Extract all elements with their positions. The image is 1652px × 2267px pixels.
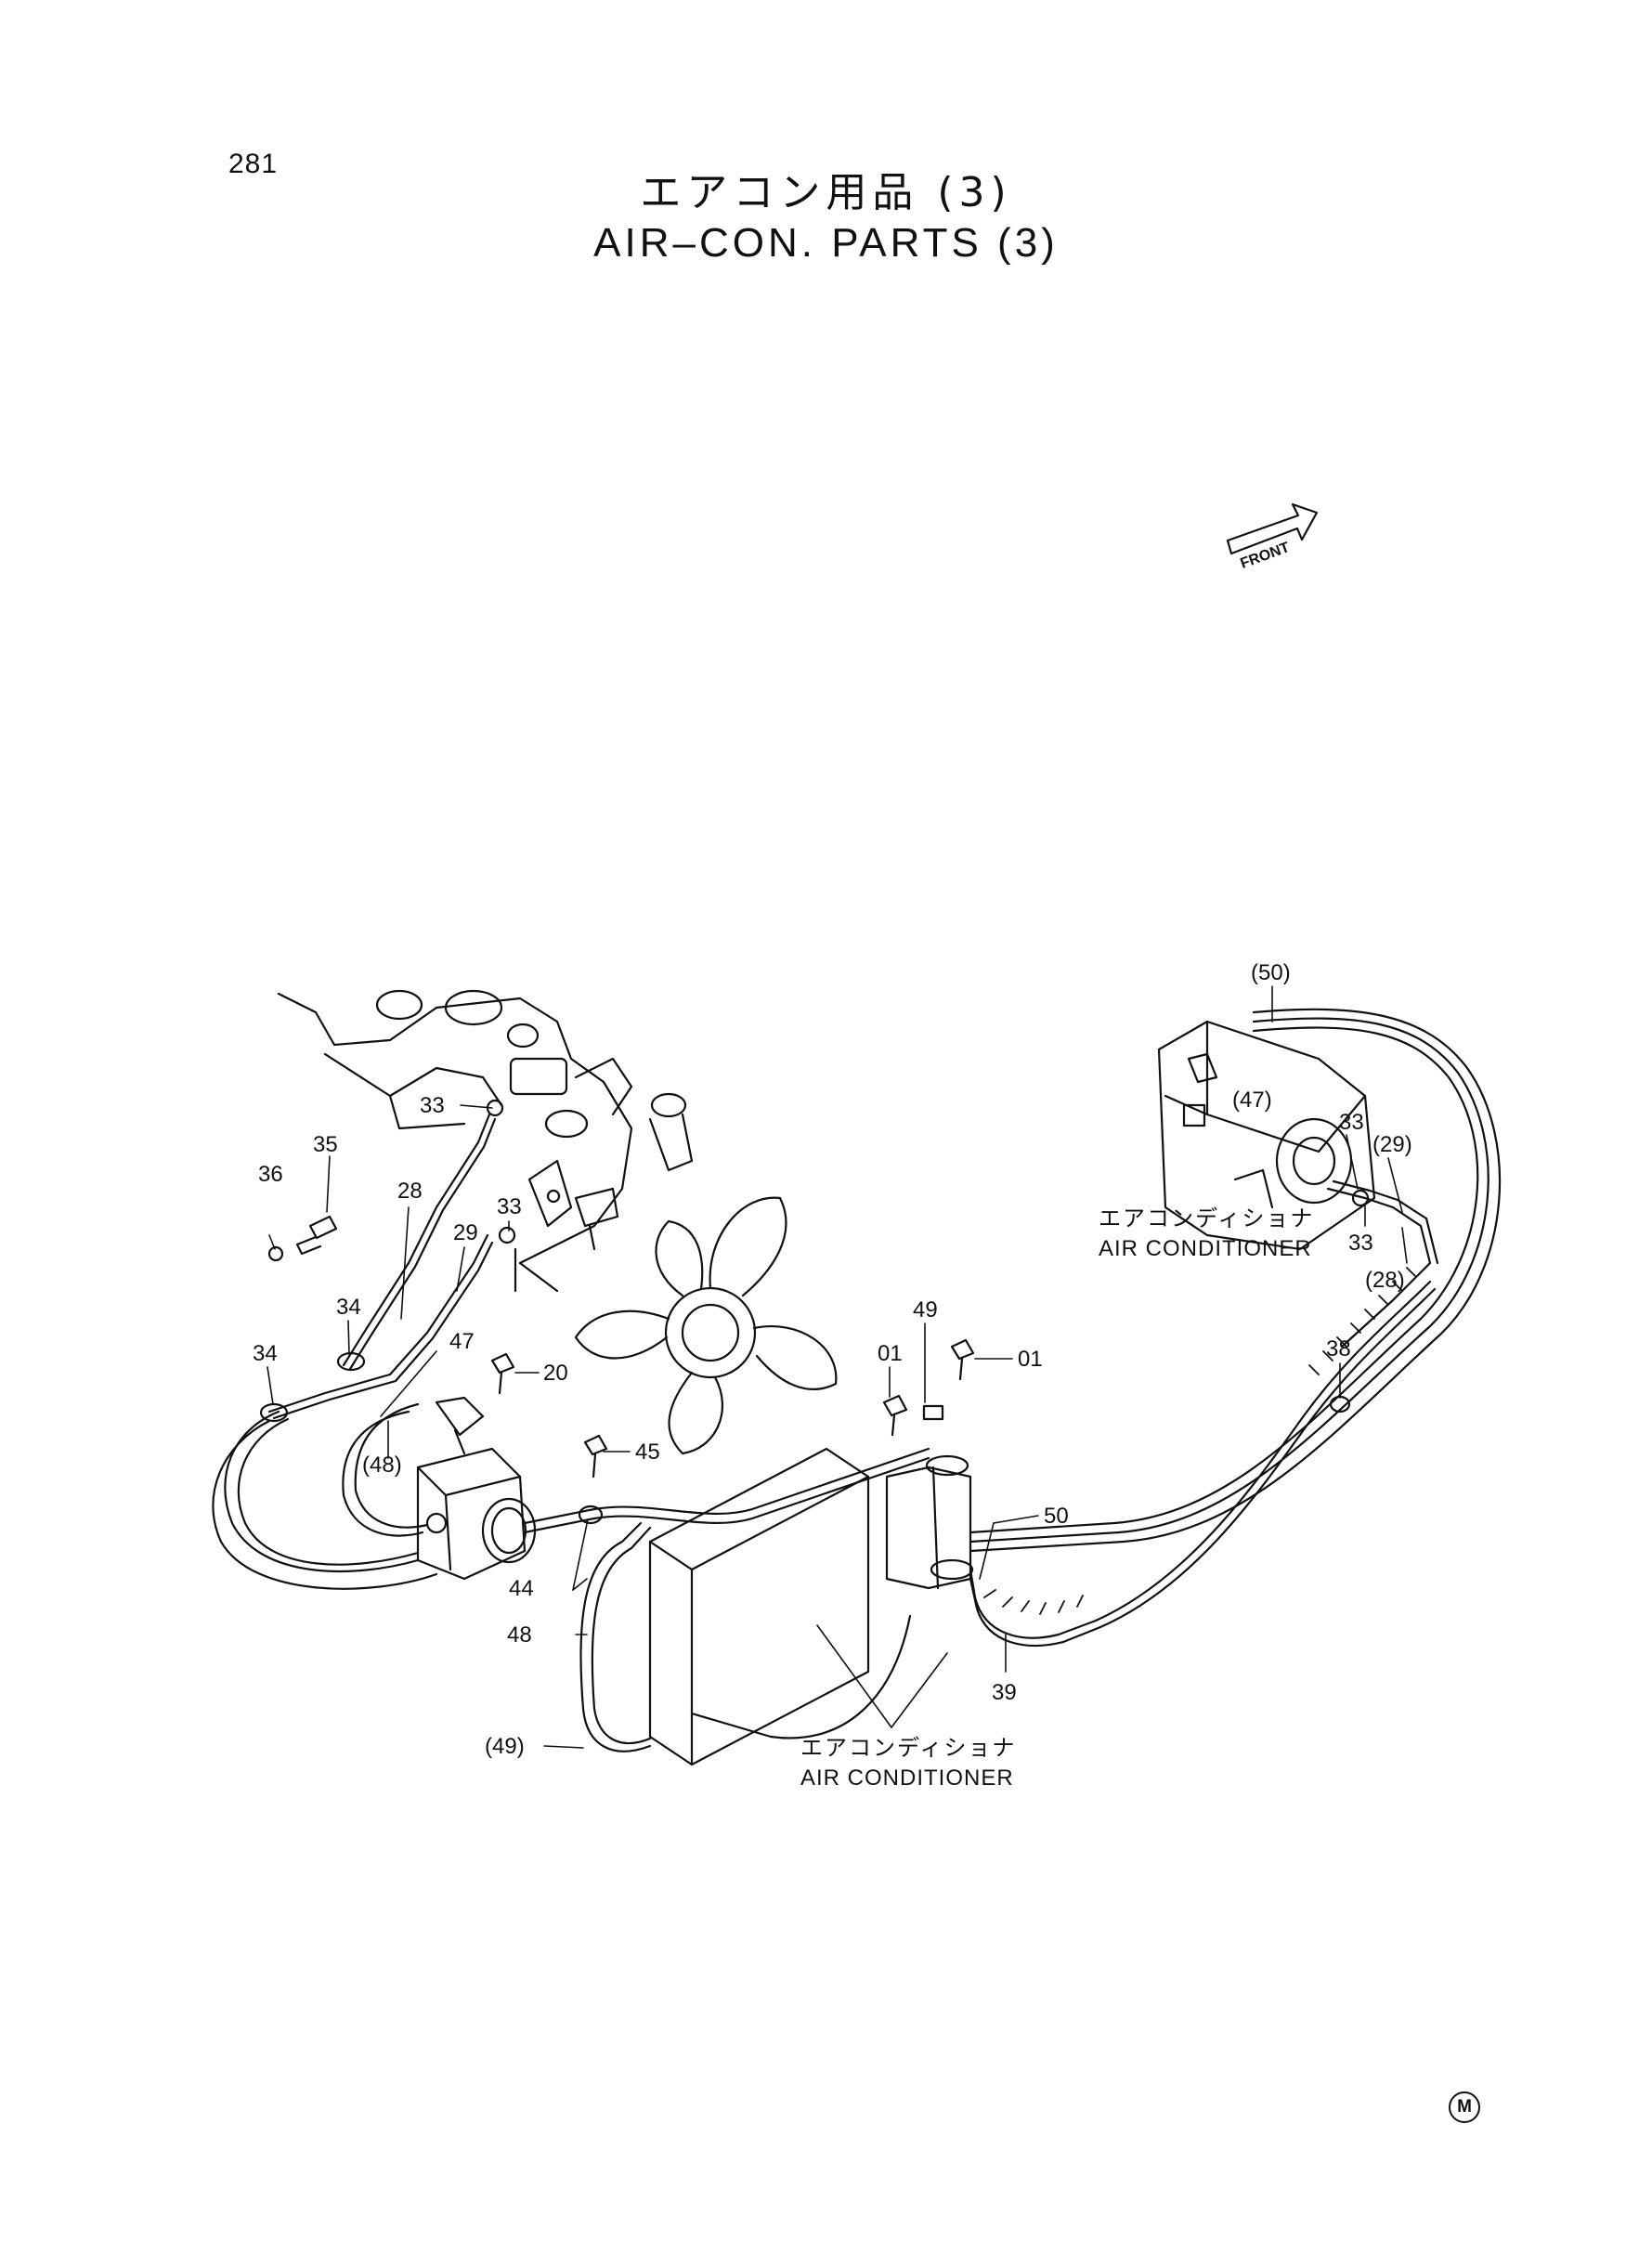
compressor [416, 1396, 537, 1581]
callout-33: 33 [1339, 1110, 1364, 1135]
title-english: AIR–CON. PARTS (3) [593, 220, 1059, 266]
callout-01: 01 [878, 1341, 903, 1366]
hose-clamps [259, 1099, 1370, 1525]
callout-50-ref: (50) [1251, 960, 1291, 985]
cooling-fan [574, 1196, 838, 1455]
callout-numbers: 33 35 36 28 33 29 34 34 47 20 (48) 45 44… [253, 960, 1412, 1759]
callout-47: 47 [449, 1329, 475, 1354]
callout-34: 34 [253, 1341, 278, 1366]
aircon-label-en: AIR CONDITIONER [800, 1765, 1014, 1791]
callout-48: 48 [507, 1622, 532, 1648]
aircon-label-jp: エアコンディショナ [1099, 1205, 1314, 1231]
callout-33: 33 [497, 1194, 522, 1219]
callout-47-ref: (47) [1232, 1088, 1272, 1113]
leader-lines [267, 985, 1408, 1749]
callout-36: 36 [258, 1162, 283, 1187]
page-number: 281 [228, 149, 279, 179]
callout-49-ref: (49) [485, 1734, 525, 1759]
aircon-label-jp: エアコンディショナ [800, 1735, 1016, 1761]
callout-33: 33 [1348, 1231, 1373, 1256]
page-title: エアコン用品 (3) AIR–CON. PARTS (3) [0, 169, 1652, 269]
bolts [267, 1215, 975, 1479]
callout-45: 45 [635, 1440, 660, 1465]
callout-48-ref: (48) [362, 1453, 402, 1478]
callout-28: 28 [397, 1179, 423, 1204]
callout-28-ref: (28) [1365, 1268, 1405, 1293]
callout-29: 29 [453, 1220, 478, 1245]
condenser [648, 1447, 870, 1766]
m-mark-icon: M [1449, 2091, 1480, 2123]
air-conditioner-unit [1157, 1020, 1376, 1251]
callout-50: 50 [1044, 1504, 1069, 1529]
engine-block [277, 989, 694, 1293]
callout-35: 35 [313, 1132, 338, 1157]
callout-01: 01 [1018, 1347, 1043, 1372]
front-arrow-icon [1226, 502, 1319, 555]
callout-38: 38 [1326, 1336, 1351, 1362]
callout-39: 39 [992, 1680, 1017, 1705]
receiver-drier [885, 1404, 974, 1590]
callout-29-ref: (29) [1372, 1132, 1412, 1157]
callout-20: 20 [543, 1361, 568, 1386]
callout-34: 34 [336, 1295, 361, 1320]
callout-44: 44 [509, 1576, 534, 1601]
refrigerant-hoses [212, 1008, 1502, 1752]
front-arrow-label: FRONT [1239, 540, 1293, 572]
corrugated-hose-sections [983, 1267, 1417, 1615]
component-labels: エアコンディショナ AIR CONDITIONER エアコンディショナ AIR … [800, 1205, 1314, 1791]
aircon-label-en: AIR CONDITIONER [1099, 1236, 1312, 1261]
callout-49: 49 [913, 1297, 938, 1322]
title-japanese: エアコン用品 (3) [640, 169, 1012, 216]
callout-33: 33 [420, 1093, 445, 1118]
